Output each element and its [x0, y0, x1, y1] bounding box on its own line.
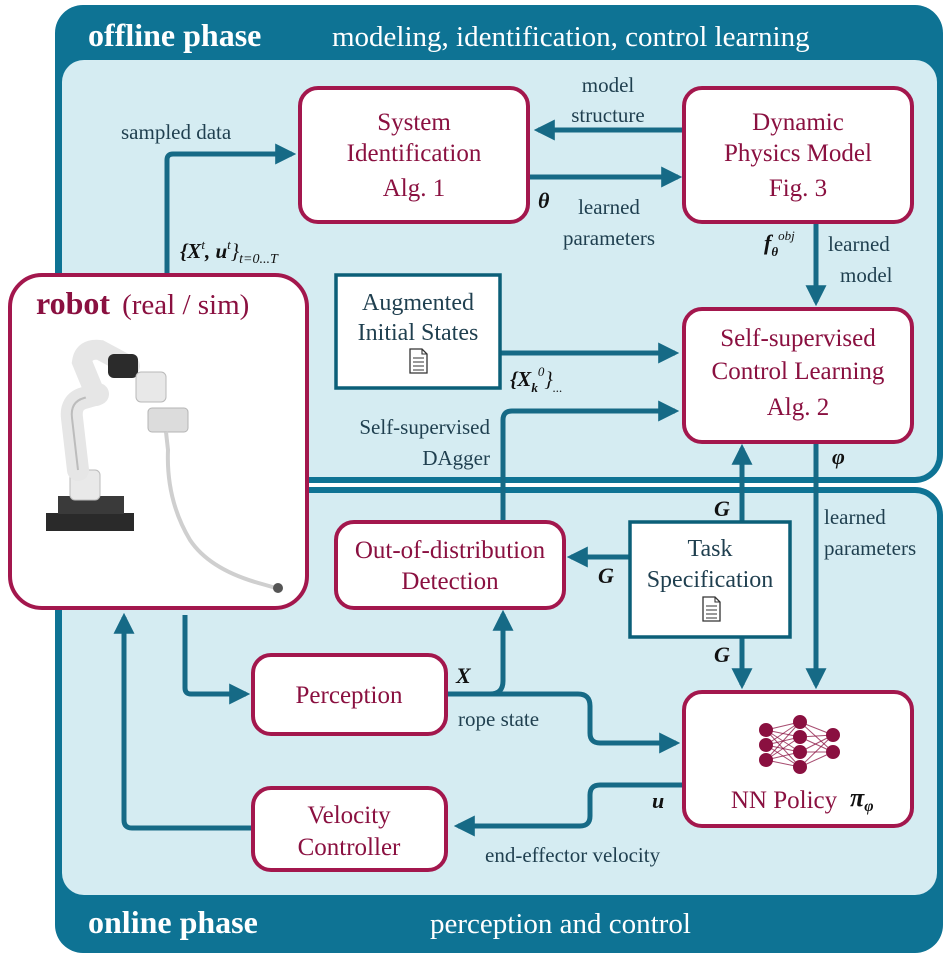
svg-text:πφ: πφ	[850, 783, 874, 815]
offline-phase-title: offline phase	[88, 17, 261, 53]
dynamic-physics-model-line2: Physics Model	[724, 140, 872, 167]
arrow-controller-to-robot	[113, 612, 253, 831]
ood-detection-box: Out-of-distribution Detection	[334, 520, 566, 610]
label-ss-dagger-2: DAgger	[422, 446, 490, 470]
svg-text:robot (real / sim): robot (real / sim)	[36, 285, 249, 321]
augmented-initial-states-box: Augmented Initial States	[334, 273, 502, 390]
sscl-line2: Control Learning	[712, 358, 885, 385]
robot-arm-image	[46, 339, 283, 593]
label-sampled-data: sampled data	[121, 120, 232, 144]
label-learned-parameters-1: learned	[578, 195, 640, 219]
system-identification-box: System Identification Alg. 1	[298, 86, 530, 224]
sscl-line3: Alg. 2	[767, 394, 830, 421]
arrow-dagger	[500, 400, 680, 522]
perception-label: Perception	[296, 682, 403, 709]
robot-title-rest: (real / sim)	[122, 289, 249, 321]
nn-policy-symbol: π	[850, 783, 865, 812]
label-u: u	[652, 788, 664, 813]
label-phi: φ	[832, 444, 845, 469]
label-end-effector-velocity: end-effector velocity	[485, 843, 661, 867]
label-dataset: {Xt, ut}t=0...T	[180, 237, 279, 267]
label-f-theta-obj: fθobj	[764, 228, 795, 259]
label-theta: θ	[538, 188, 550, 213]
document-icon	[702, 596, 721, 622]
augmented-initial-states-line2: Initial States	[358, 320, 479, 346]
label-g-top: G	[714, 496, 730, 521]
task-specification-box: Task Specification	[628, 520, 792, 639]
nn-policy-label: NN Policy	[731, 787, 838, 814]
label-learned-model-2: model	[840, 263, 893, 287]
arrow-end-effector-velocity	[453, 782, 684, 837]
velocity-controller-box: Velocity Controller	[251, 786, 448, 872]
dynamic-physics-model-box: Dynamic Physics Model Fig. 3	[682, 86, 914, 224]
ood-line2: Detection	[401, 568, 499, 595]
label-model-structure-2: structure	[571, 103, 644, 127]
label-learned-parameters-2: parameters	[563, 226, 655, 250]
self-supervised-control-learning-box: Self-supervised Control Learning Alg. 2	[682, 307, 914, 444]
neural-network-icon	[759, 715, 840, 774]
system-identification-line1: System	[377, 109, 451, 136]
robot-box: robot (real / sim)	[8, 273, 309, 610]
arrows	[113, 119, 827, 837]
arrow-sampled-data	[164, 143, 297, 275]
velocity-controller-line2: Controller	[298, 834, 401, 861]
perception-box: Perception	[251, 653, 448, 736]
label-ss-dagger-1: Self-supervised	[359, 415, 490, 439]
label-rope-state: rope state	[458, 707, 539, 731]
task-spec-line1: Task	[688, 536, 733, 562]
label-x: X	[455, 663, 472, 688]
nn-policy-subscript: φ	[864, 798, 873, 815]
label-model-structure-1: model	[582, 73, 635, 97]
online-phase-title: online phase	[88, 904, 258, 940]
label-learned-model-1: learned	[828, 232, 890, 256]
offline-phase-subtitle: modeling, identification, control learni…	[332, 21, 810, 53]
system-identification-line2: Identification	[347, 140, 482, 167]
task-spec-line2: Specification	[647, 567, 774, 593]
label-g-left: G	[598, 563, 614, 588]
online-phase-subtitle: perception and control	[430, 908, 691, 940]
label-learned-params2-1: learned	[824, 505, 886, 529]
augmented-initial-states-line1: Augmented	[362, 290, 474, 316]
velocity-controller-line1: Velocity	[307, 802, 391, 829]
label-learned-params2-2: parameters	[824, 536, 916, 560]
ood-line1: Out-of-distribution	[355, 537, 546, 564]
nn-policy-box: NN Policy πφ	[682, 690, 914, 828]
dynamic-physics-model-line3: Fig. 3	[769, 175, 827, 202]
label-xk-initial: {Xk0}...	[510, 364, 562, 395]
arrow-rope-state	[490, 691, 681, 754]
system-identification-line3: Alg. 1	[383, 175, 446, 202]
sscl-line1: Self-supervised	[720, 325, 876, 352]
label-g-bottom: G	[714, 642, 730, 667]
arrow-robot-to-perception	[182, 615, 251, 705]
robot-title-bold: robot	[36, 285, 110, 321]
dynamic-physics-model-line1: Dynamic	[752, 109, 844, 136]
document-icon	[409, 348, 428, 374]
edge-labels: sampled data {Xt, ut}t=0...T model struc…	[121, 73, 916, 867]
